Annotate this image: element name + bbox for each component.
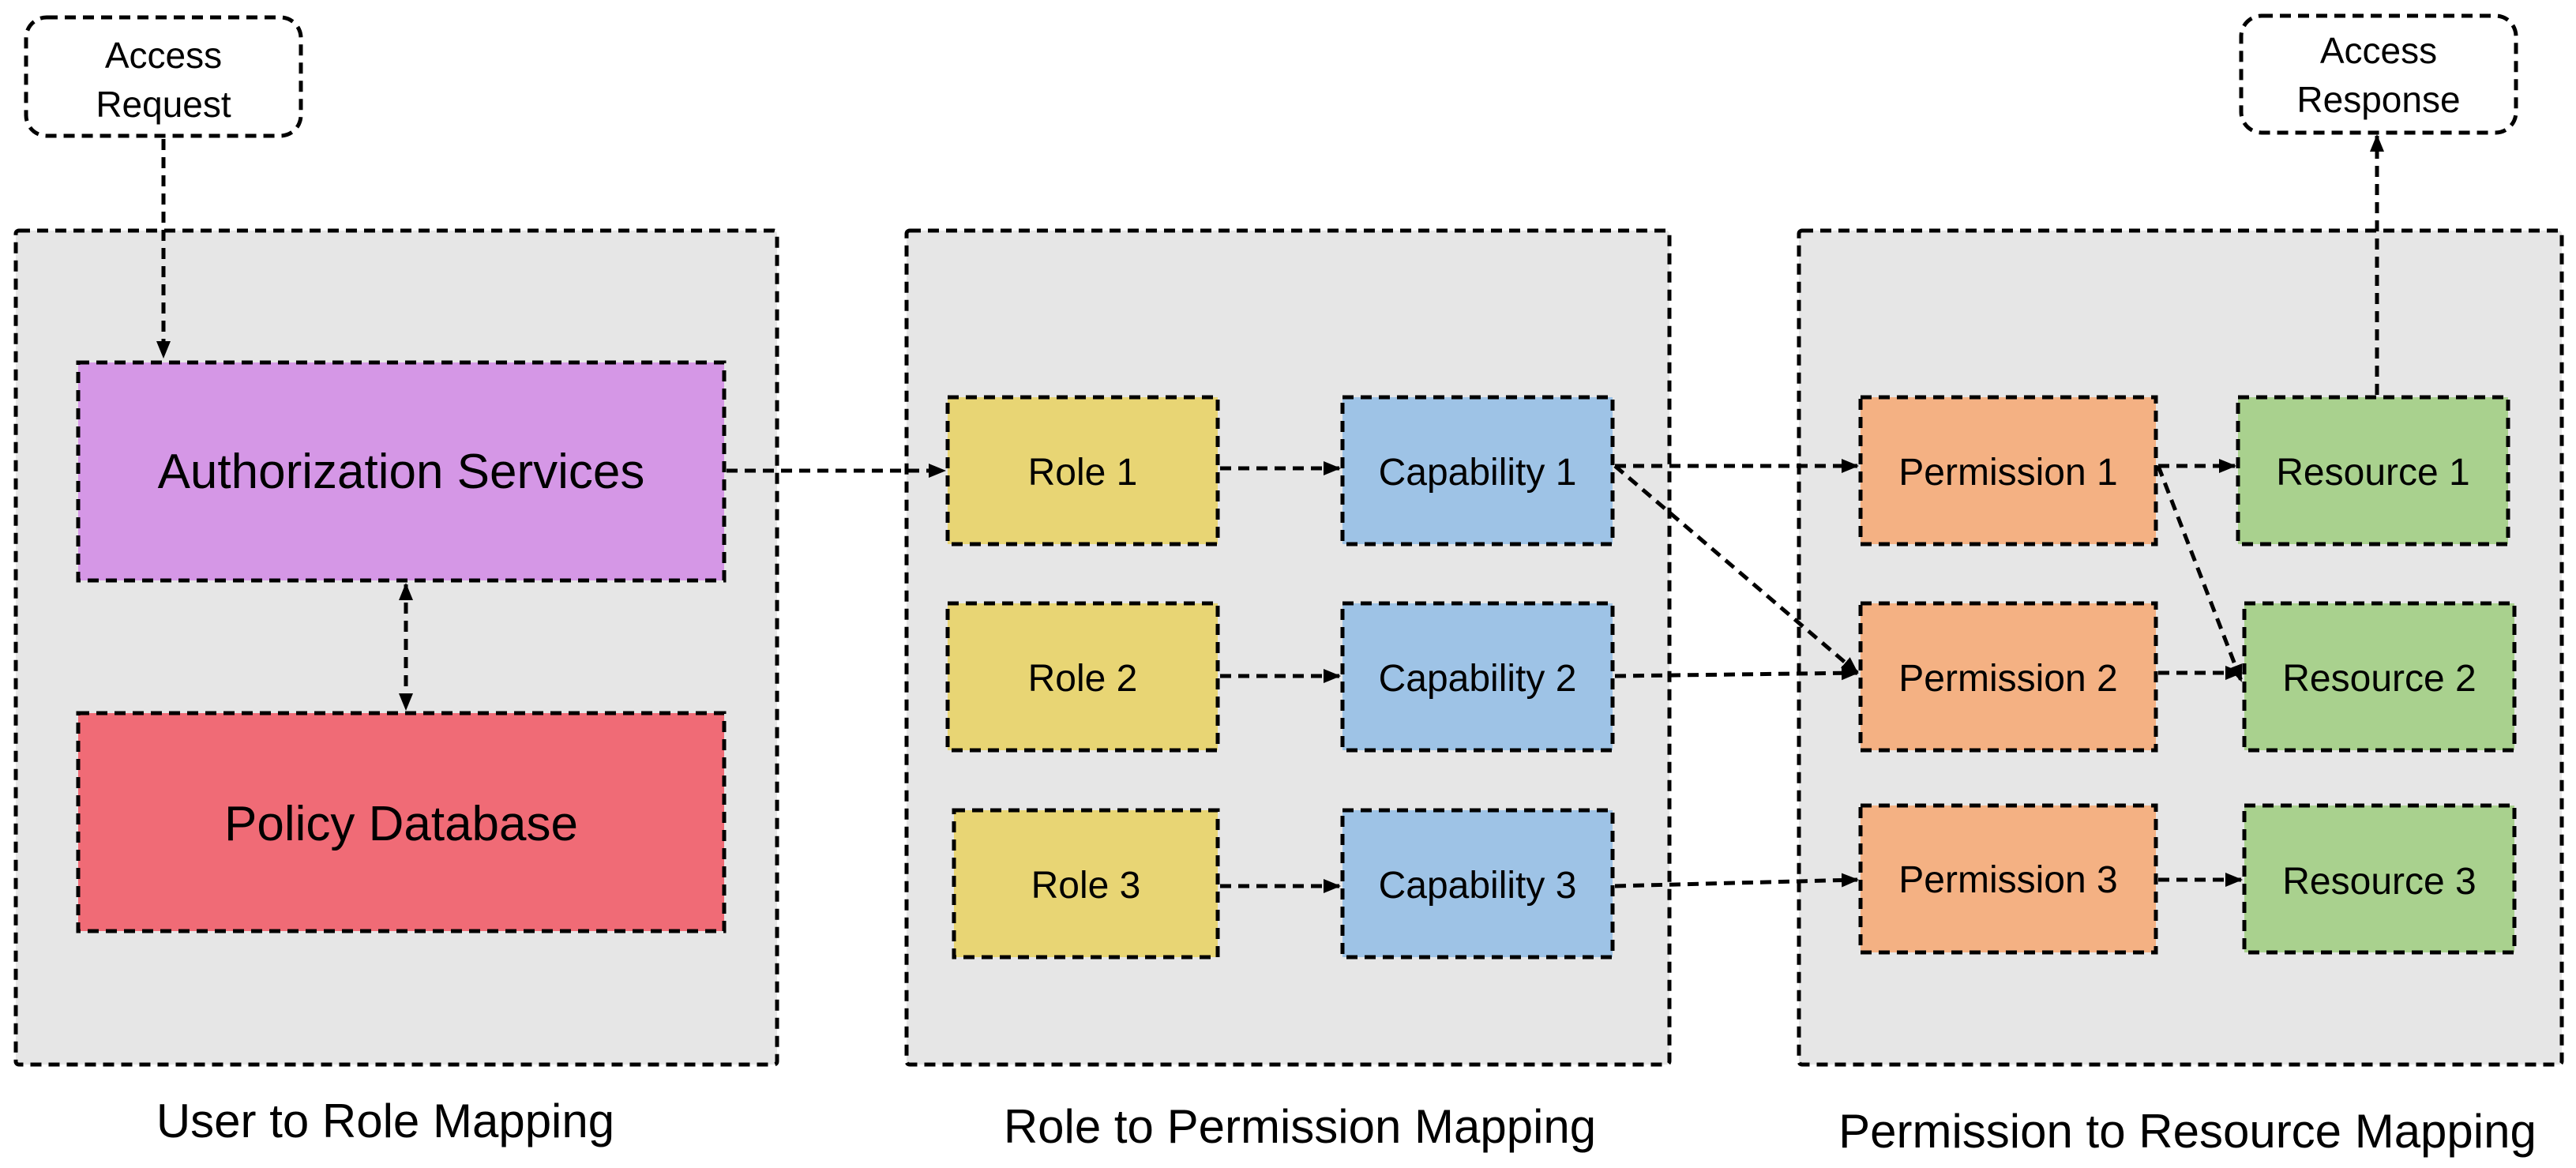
resource-2-label: Resource 2	[2282, 658, 2476, 700]
capability-2-box	[1340, 601, 1615, 753]
policy-database-box	[76, 711, 727, 933]
permission-2-label: Permission 2	[1898, 658, 2117, 700]
resource-1-label: Resource 1	[2276, 452, 2469, 494]
resource-3-label: Resource 3	[2282, 861, 2476, 903]
permission-1-box	[1858, 395, 2158, 546]
panel-caption-role-permission: Role to Permission Mapping	[1004, 1100, 1596, 1153]
capability-2-label: Capability 2	[1379, 658, 1577, 700]
capability-1-box	[1340, 395, 1615, 546]
capability-3-label: Capability 3	[1379, 865, 1577, 907]
authorization-services-box	[76, 360, 727, 583]
access-response-label-line1: Access	[2320, 30, 2437, 71]
resource-1-box	[2236, 395, 2510, 546]
permission-1-label: Permission 1	[1898, 452, 2117, 494]
policy-database-label: Policy Database	[224, 797, 578, 851]
role-2-box	[945, 601, 1220, 753]
permission-1-to-resource-2-arrow	[2156, 465, 2244, 682]
role-1-label: Role 1	[1028, 452, 1138, 494]
capability-3-to-permission-3-arrow	[1614, 873, 1859, 888]
permission-3-box	[1858, 803, 2158, 955]
panel-caption-user-role: User to Role Mapping	[156, 1095, 614, 1147]
capability-3-box	[1340, 808, 1615, 960]
role-1-box	[945, 395, 1220, 546]
capability-1-label: Capability 1	[1379, 452, 1577, 494]
role-3-box	[952, 808, 1220, 960]
resource-2-box	[2242, 601, 2517, 753]
access-request-label-line2: Request	[96, 84, 231, 125]
authorization-services-label: Authorization Services	[158, 445, 645, 499]
panel-caption-permission-resource: Permission to Resource Mapping	[1838, 1105, 2537, 1158]
capability-2-to-permission-2-arrow	[1614, 666, 1859, 681]
access-request-box	[24, 15, 303, 138]
role-3-label: Role 3	[1031, 865, 1141, 907]
panel-user-role	[13, 228, 779, 1067]
access-response-label-line2: Response	[2296, 79, 2460, 120]
permission-2-box	[1858, 601, 2158, 753]
role-2-label: Role 2	[1028, 658, 1138, 700]
resource-3-box	[2242, 803, 2517, 955]
access-response-box	[2239, 13, 2518, 135]
permission-3-label: Permission 3	[1898, 859, 2117, 901]
access-request-label-line1: Access	[105, 35, 222, 76]
